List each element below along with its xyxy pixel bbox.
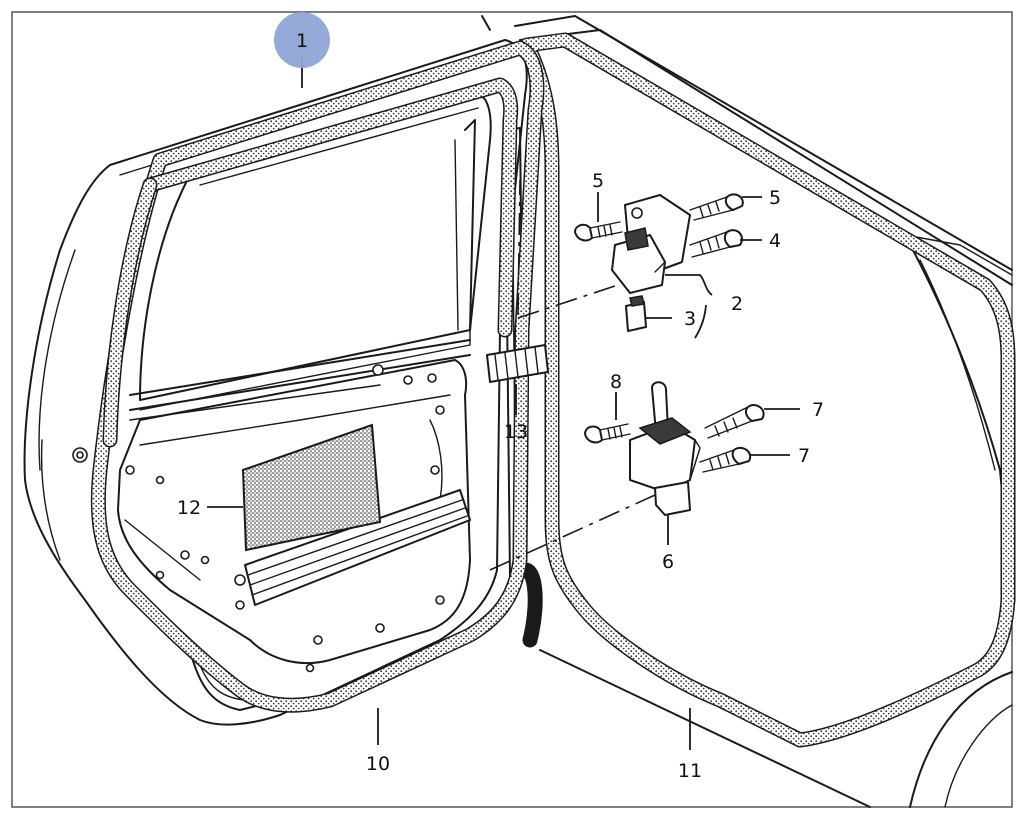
callout-label-4: 4 xyxy=(769,230,781,252)
inner-door-panel xyxy=(72,359,471,673)
callout-label-13: 13 xyxy=(504,421,528,443)
callout-badge-circle xyxy=(274,12,330,68)
callout-label-2: 2 xyxy=(731,293,743,315)
bolt-8 xyxy=(584,423,631,444)
callout-label-1: 1 xyxy=(296,30,308,52)
alignment-lines xyxy=(489,179,656,571)
callout-label-7b: 7 xyxy=(798,445,810,467)
door-seal xyxy=(90,40,545,713)
callout-label-10: 10 xyxy=(366,753,390,775)
callout-label-5a: 5 xyxy=(592,170,604,192)
callout-1-badge: 1 xyxy=(274,12,330,68)
callout-label-11: 11 xyxy=(678,760,702,782)
callout-label-8: 8 xyxy=(610,371,622,393)
door-shell xyxy=(23,39,528,726)
bolt-5-left xyxy=(574,221,623,242)
bolt-4 xyxy=(689,229,743,258)
callout-label-3: 3 xyxy=(684,308,696,330)
callout-label-12: 12 xyxy=(177,497,201,519)
bolt-7-lower xyxy=(699,446,752,473)
body-opening-seal xyxy=(512,32,1016,748)
bolt-7-upper xyxy=(704,404,765,439)
door-check-pad xyxy=(486,344,549,383)
leader-lines xyxy=(207,58,800,750)
insulation-pad xyxy=(241,423,382,552)
callout-label-7a: 7 xyxy=(812,399,824,421)
lower-hinge xyxy=(629,381,701,516)
upper-hinge xyxy=(611,194,691,294)
bolt-5-right xyxy=(689,193,744,221)
hinge-pin-3 xyxy=(625,295,647,332)
callout-label-6: 6 xyxy=(662,551,674,573)
callout-label-5b: 5 xyxy=(769,187,781,209)
